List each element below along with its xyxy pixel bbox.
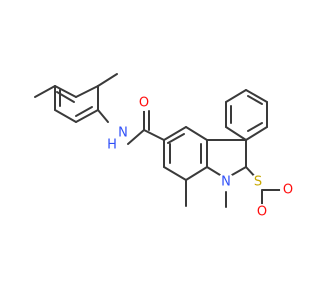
bond	[167, 133, 185, 144]
bond	[163, 126, 187, 141]
ring-nitrogen-atom: N	[221, 175, 231, 190]
amide-hydrogen-atom: H	[107, 138, 117, 153]
bond	[185, 126, 208, 141]
atom-label-layer: O N H N S O O	[107, 95, 296, 220]
bond	[97, 109, 109, 123]
bond	[75, 85, 99, 98]
bond	[75, 109, 99, 123]
bond	[225, 126, 247, 141]
bond	[143, 129, 165, 141]
bond	[54, 85, 77, 98]
bond	[54, 109, 77, 123]
bond	[247, 122, 263, 132]
amide-nitrogen-atom: N	[118, 126, 128, 141]
bond	[185, 166, 208, 181]
bond	[75, 106, 93, 117]
bond-layer	[34, 73, 283, 208]
amide-oxygen-atom: O	[139, 96, 149, 111]
sulfonyl-oxygen-atom: O	[257, 205, 267, 220]
bond	[97, 73, 118, 87]
molecule-structure-diagram: O N H N S O O	[34, 73, 296, 220]
bond	[206, 166, 221, 176]
atom-background	[254, 204, 270, 220]
sulfonyl-oxygen-atom: O	[283, 183, 293, 198]
bond	[247, 95, 263, 105]
bond	[245, 126, 268, 141]
bond	[231, 166, 247, 176]
atom-background	[280, 182, 296, 198]
atom-background	[109, 128, 127, 146]
sulfur-atom: S	[254, 175, 262, 190]
bond	[163, 166, 187, 181]
bond	[245, 89, 268, 103]
bond	[225, 89, 247, 103]
bond	[127, 129, 145, 145]
atom-background	[136, 95, 152, 111]
atom-background	[250, 174, 266, 190]
atom-background	[217, 173, 235, 191]
bond	[34, 85, 56, 98]
